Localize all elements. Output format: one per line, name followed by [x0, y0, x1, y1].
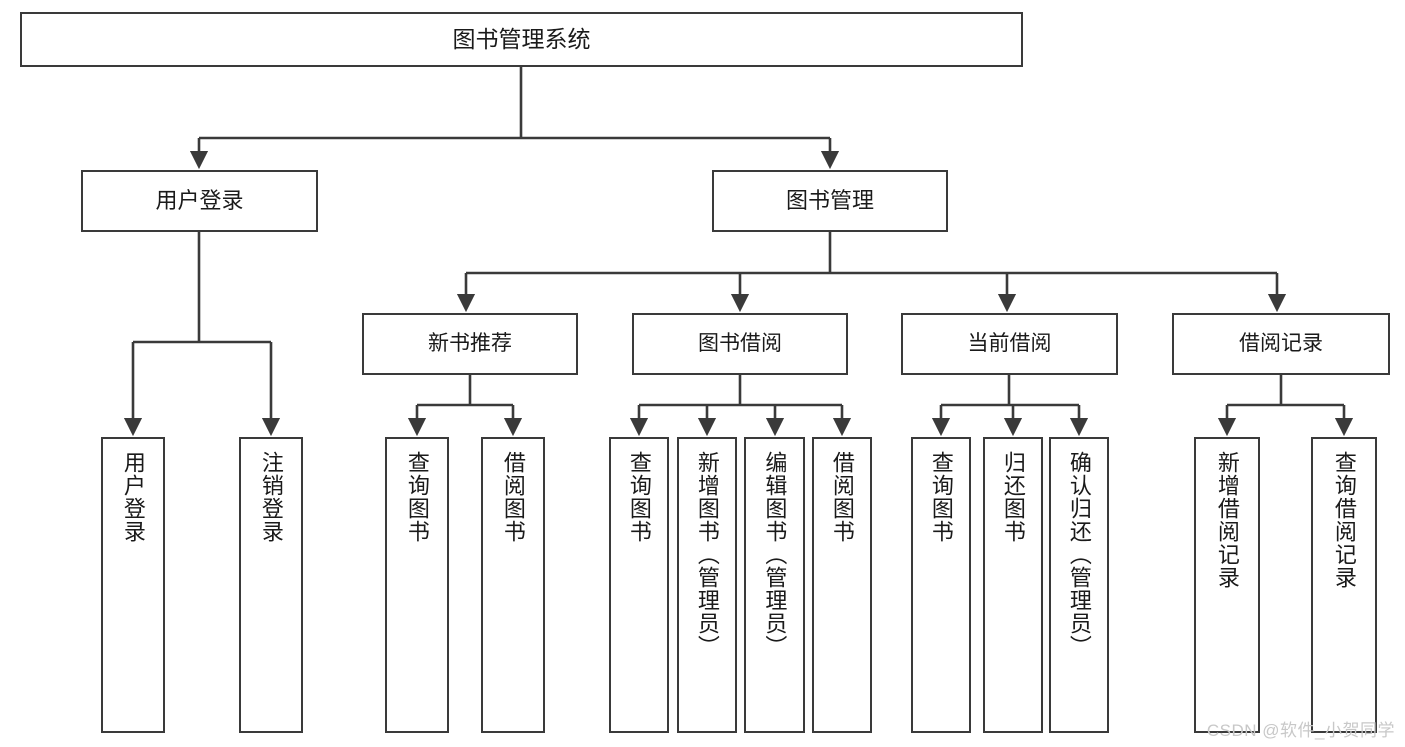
node-current-borrow-label: 当前借阅 [967, 332, 1052, 356]
node-borrow-record-label: 借阅记录 [1239, 332, 1323, 356]
leaf-add-book-admin[interactable]: 新增图书（管理员） [677, 437, 737, 733]
leaf-logout[interactable]: 注销登录 [239, 437, 303, 733]
node-new-book-recommend-label: 新书推荐 [428, 332, 512, 356]
node-user-login[interactable]: 用户登录 [81, 170, 318, 232]
leaf-query-book-cb[interactable]: 查询图书 [911, 437, 971, 733]
leaf-confirm-return-admin[interactable]: 确认归还（管理员） [1049, 437, 1109, 733]
leaf-query-borrow-record[interactable]: 查询借阅记录 [1311, 437, 1377, 733]
node-borrow-record[interactable]: 借阅记录 [1172, 313, 1390, 375]
leaf-borrow-book-nbr[interactable]: 借阅图书 [481, 437, 545, 733]
leaf-user-login[interactable]: 用户登录 [101, 437, 165, 733]
node-book-borrow[interactable]: 图书借阅 [632, 313, 848, 375]
leaf-edit-book-admin[interactable]: 编辑图书（管理员） [744, 437, 805, 733]
leaf-query-book-cb-label: 查询图书 [928, 451, 954, 543]
node-new-book-recommend[interactable]: 新书推荐 [362, 313, 578, 375]
leaf-borrow-book-bb[interactable]: 借阅图书 [812, 437, 872, 733]
leaf-user-login-label: 用户登录 [120, 451, 146, 543]
leaf-query-book-nbr[interactable]: 查询图书 [385, 437, 449, 733]
leaf-return-book[interactable]: 归还图书 [983, 437, 1043, 733]
node-root-label: 图书管理系统 [452, 26, 591, 53]
leaf-query-borrow-record-label: 查询借阅记录 [1331, 451, 1357, 589]
node-current-borrow[interactable]: 当前借阅 [901, 313, 1118, 375]
leaf-return-book-label: 归还图书 [1000, 451, 1026, 543]
leaf-query-book-nbr-label: 查询图书 [404, 451, 430, 543]
leaf-logout-label: 注销登录 [258, 451, 284, 543]
leaf-add-borrow-record-label: 新增借阅记录 [1214, 451, 1240, 589]
leaf-add-borrow-record[interactable]: 新增借阅记录 [1194, 437, 1260, 733]
leaf-borrow-book-bb-label: 借阅图书 [829, 451, 855, 543]
leaf-query-book-bb[interactable]: 查询图书 [609, 437, 669, 733]
leaf-query-book-bb-label: 查询图书 [626, 451, 652, 543]
leaf-edit-book-admin-label: 编辑图书（管理员） [762, 451, 788, 658]
node-book-borrow-label: 图书借阅 [698, 332, 782, 356]
leaf-borrow-book-nbr-label: 借阅图书 [500, 451, 526, 543]
leaf-confirm-return-admin-label: 确认归还（管理员） [1066, 451, 1092, 658]
node-book-management-label: 图书管理 [785, 187, 874, 213]
node-user-login-label: 用户登录 [155, 187, 244, 213]
node-root[interactable]: 图书管理系统 [20, 12, 1023, 67]
node-book-management[interactable]: 图书管理 [712, 170, 948, 232]
leaf-add-book-admin-label: 新增图书（管理员） [694, 451, 720, 658]
csdn-watermark: CSDN @软件_小贺同学 [1206, 721, 1395, 740]
